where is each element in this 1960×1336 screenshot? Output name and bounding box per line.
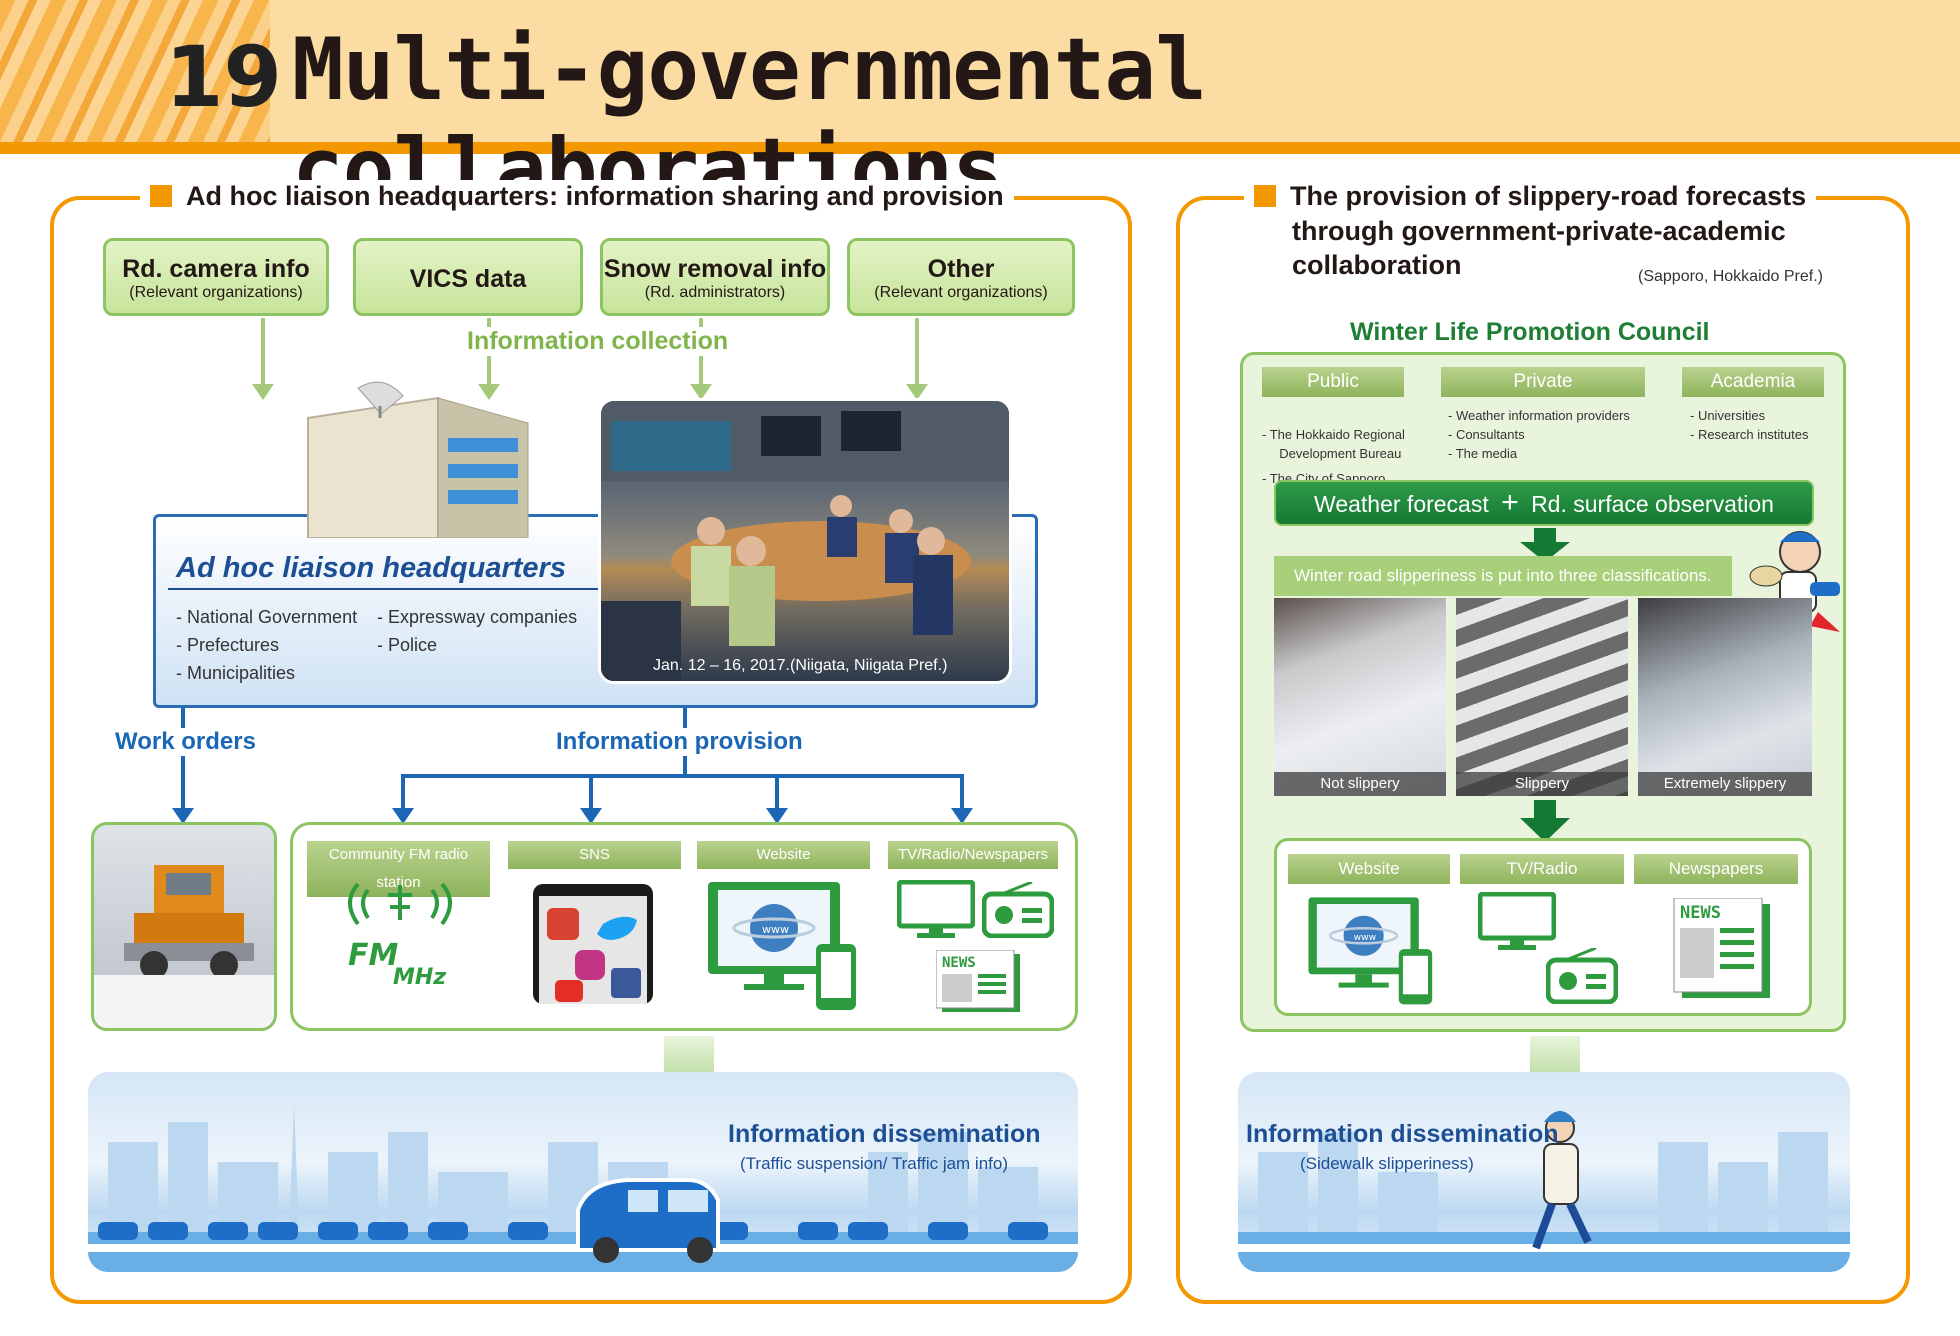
dissemination-sub-left: (Traffic suspension/ Traffic jam info) xyxy=(740,1154,1009,1173)
news-text-right: NEWS xyxy=(1680,903,1721,923)
hq-member-prefectures: - Prefectures xyxy=(176,635,280,655)
fm-radio-icon: FM MHz xyxy=(348,882,452,990)
arrow-provision-tv xyxy=(951,776,973,824)
right-radio-icon xyxy=(1546,948,1618,1004)
fm-text: FM xyxy=(348,938,398,973)
council-title: Winter Life Promotion Council xyxy=(1350,318,1710,346)
right-media-label-tvradio: TV/Radio xyxy=(1460,854,1624,884)
snowplow-photo xyxy=(91,822,277,1031)
section-number: 19 xyxy=(165,28,282,126)
class-caption-extremely-slippery: Extremely slippery xyxy=(1638,772,1812,796)
down-arrow-1 xyxy=(1520,528,1570,562)
right-panel-title: The provision of slippery-road forecasts xyxy=(1244,180,1817,212)
city-scene-left: Information dissemination (Traffic suspe… xyxy=(88,1072,1078,1272)
car-icon xyxy=(576,1178,720,1263)
arrow-provision-sns xyxy=(580,776,602,824)
location-note: (Sapporo, Hokkaido Pref.) xyxy=(1638,268,1823,285)
meeting-scene-graphic xyxy=(601,401,1009,681)
tv-icon xyxy=(897,880,975,938)
website-monitor-icon: www xyxy=(708,882,856,1010)
information-provision-label: Information provision xyxy=(553,728,806,756)
group-label-private: Private xyxy=(1441,367,1645,397)
twitter-icon xyxy=(597,916,637,940)
sns-phone-icon xyxy=(533,884,653,1004)
right-tv-icon xyxy=(1478,892,1556,950)
class-caption-not-slippery: Not slippery xyxy=(1274,772,1446,796)
right-media-label-newspapers: Newspapers xyxy=(1634,854,1798,884)
arrow-collect-1 xyxy=(252,318,274,400)
hq-title-rule xyxy=(168,588,598,590)
down-arrow-2 xyxy=(1520,800,1570,842)
www-text-right: www xyxy=(1354,932,1377,943)
facebook-icon xyxy=(611,968,641,998)
source-other: Other (Relevant organizations) xyxy=(847,238,1075,316)
media-label-tv: TV/Radio/Newspapers xyxy=(888,841,1058,869)
walking-person-icon xyxy=(1532,1111,1592,1250)
group-label-academia: Academia xyxy=(1682,367,1824,397)
dissemination-sub-right: (Sidewalk slipperiness) xyxy=(1300,1154,1474,1173)
hq-member-police: - Police xyxy=(377,635,438,655)
left-panel-title: Ad hoc liaison headquarters: information… xyxy=(140,180,1014,212)
office-building-icon xyxy=(307,381,529,538)
snowplow-graphic xyxy=(94,865,274,1028)
dissemination-title-left: Information dissemination xyxy=(728,1120,1041,1148)
header-decoration xyxy=(0,0,270,150)
city-scene-right: Information dissemination (Sidewalk slip… xyxy=(1238,1072,1850,1272)
city-skyline-graphic-right xyxy=(1238,1111,1850,1272)
group-private-items: - Weather information providers- Consult… xyxy=(1448,408,1630,461)
title-square-icon-right xyxy=(1254,185,1276,207)
instagram-icon xyxy=(575,950,605,980)
media-label-sns: SNS xyxy=(508,841,681,869)
news-text-left: NEWS xyxy=(942,955,976,971)
slipping-person-icon xyxy=(1749,531,1840,632)
hq-member-national: - National Government xyxy=(176,607,358,627)
group-label-public: Public xyxy=(1262,367,1404,397)
media-label-website: Website xyxy=(697,841,870,869)
hq-member-municipalities: - Municipalities xyxy=(176,663,296,683)
title-square-icon xyxy=(150,185,172,207)
work-orders-label: Work orders xyxy=(113,728,258,756)
youtube-icon xyxy=(555,980,583,1002)
arrow-provision-fm xyxy=(392,776,414,824)
hq-title: Ad hoc liaison headquarters xyxy=(176,552,566,584)
class-photo-extremely-slippery: Extremely slippery xyxy=(1638,598,1812,796)
meeting-photo: Jan. 12 – 16, 2017.(Niigata, Niigata Pre… xyxy=(598,398,1012,684)
right-website-monitor-icon: www xyxy=(1308,897,1433,1005)
city-skyline-graphic xyxy=(88,1102,1078,1272)
right-newspaper-icon: NEWS xyxy=(1673,898,1770,998)
right-panel-title-line2: through government-private-academic xyxy=(1282,215,1786,247)
class-caption-slippery: Slippery xyxy=(1456,772,1628,796)
right-panel-title-line3: collaboration xyxy=(1282,249,1462,281)
arrow-collect-4 xyxy=(906,318,928,400)
source-rd-camera: Rd. camera info (Relevant organizations) xyxy=(103,238,329,316)
newspaper-icon: NEWS xyxy=(936,950,1020,1012)
group-public-items: - The Hokkaido Regional Development Bure… xyxy=(1262,427,1405,486)
header-band xyxy=(0,0,1960,150)
source-vics: VICS data xyxy=(353,238,583,316)
dissemination-title-right: Information dissemination xyxy=(1246,1120,1559,1148)
group-academia-items: - Universities- Research institutes xyxy=(1690,408,1809,442)
right-media-label-website: Website xyxy=(1288,854,1450,884)
forecast-bar: Weather forecast + Rd. surface observati… xyxy=(1274,480,1814,526)
google-plus-icon xyxy=(547,908,579,940)
source-snow-removal: Snow removal info (Rd. administrators) xyxy=(600,238,830,316)
radio-icon xyxy=(982,882,1054,938)
hq-member-expressway: - Expressway companies xyxy=(377,607,578,627)
arrow-provision-web xyxy=(766,776,788,824)
class-photo-slippery: Slippery xyxy=(1456,598,1628,796)
classification-band: Winter road slipperiness is put into thr… xyxy=(1274,556,1732,596)
information-collection-label: Information collection xyxy=(463,327,733,356)
www-text-left: www xyxy=(762,923,789,936)
mhz-text: MHz xyxy=(393,965,446,990)
header-underline xyxy=(0,142,1960,154)
photo-caption: Jan. 12 – 16, 2017.(Niigata, Niigata Pre… xyxy=(653,657,948,674)
class-photo-not-slippery: Not slippery xyxy=(1274,598,1446,796)
arrow-work-orders-down xyxy=(172,708,194,824)
provision-branch-bar xyxy=(401,774,964,778)
